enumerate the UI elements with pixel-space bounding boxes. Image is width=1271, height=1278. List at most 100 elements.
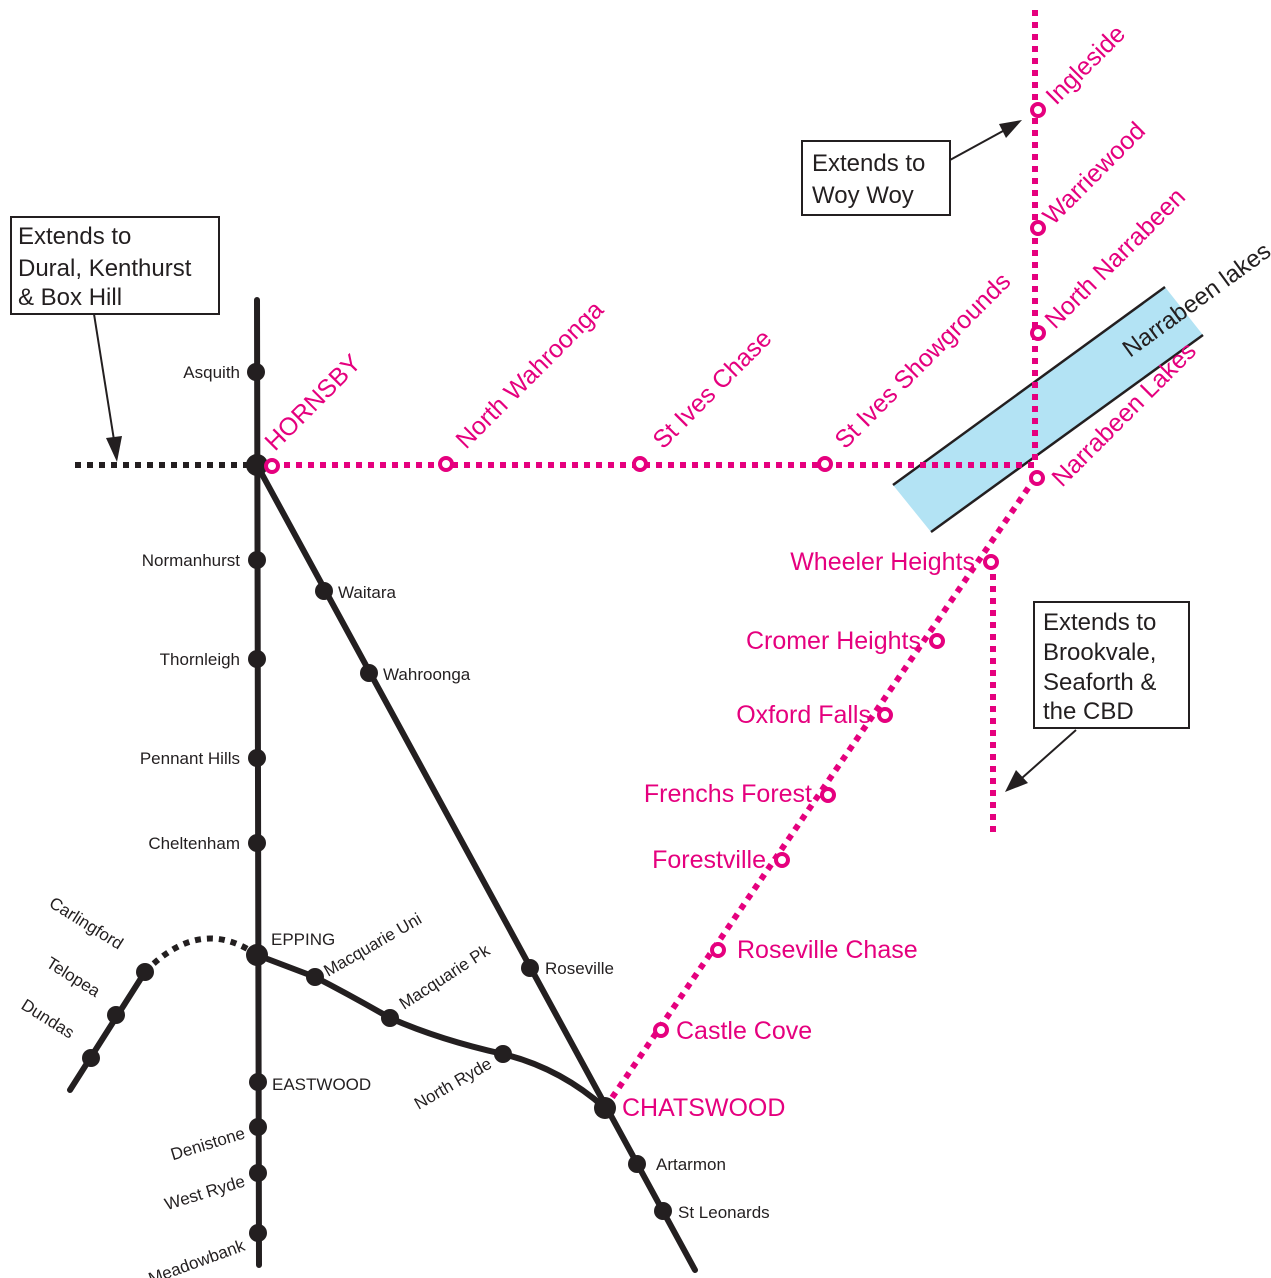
pstation-st-ives-showgrounds[interactable] — [817, 456, 833, 472]
existing-station-labels: Asquith Normanhurst Thornleigh Pennant H… — [18, 363, 770, 1278]
station-cheltenham[interactable] — [248, 834, 266, 852]
proposed-lines — [272, 10, 1038, 1110]
callout-woy-woy-box — [801, 140, 951, 216]
station-north-ryde[interactable] — [494, 1045, 512, 1063]
station-normanhurst[interactable] — [248, 551, 266, 569]
existing-stations — [82, 363, 672, 1242]
label-wheeler-heights: Wheeler Heights — [790, 548, 975, 576]
pstation-wheeler-heights[interactable] — [983, 554, 999, 570]
station-roseville[interactable] — [521, 959, 539, 977]
label-waitara: Waitara — [338, 583, 396, 602]
pstation-st-ives-chase[interactable] — [632, 456, 648, 472]
pstation-north-narrabeen[interactable] — [1030, 325, 1046, 341]
label-cromer-heights: Cromer Heights — [746, 627, 921, 655]
station-macquarie-pk[interactable] — [381, 1009, 399, 1027]
label-cheltenham: Cheltenham — [148, 834, 240, 853]
label-macquarie-uni: Macquarie Uni — [321, 909, 425, 980]
station-artarmon[interactable] — [628, 1155, 646, 1173]
pstation-north-wahroonga[interactable] — [438, 456, 454, 472]
station-meadowbank[interactable] — [249, 1224, 267, 1242]
station-pennant-hills[interactable] — [248, 749, 266, 767]
label-macquarie-pk: Macquarie Pk — [396, 941, 494, 1014]
label-pennant-hills: Pennant Hills — [140, 749, 240, 768]
callout-dural-arrowhead — [106, 436, 122, 462]
label-carlingford: Carlingford — [46, 893, 127, 953]
label-ingleside: Ingleside — [1040, 20, 1131, 111]
label-asquith: Asquith — [183, 363, 240, 382]
callout-brookvale-arrowhead — [1005, 770, 1028, 792]
callout-dural-arrow — [93, 313, 115, 441]
label-chatswood: CHATSWOOD — [622, 1094, 785, 1122]
callout-dural-line3: & Box Hill — [18, 284, 122, 311]
epping-chatswood-line — [254, 952, 608, 1111]
label-castle-cove: Castle Cove — [676, 1017, 812, 1045]
callout-brookvale-box — [1033, 601, 1190, 729]
label-oxford-falls: Oxford Falls — [736, 701, 871, 729]
pstation-narrabeen-lakes[interactable] — [1029, 470, 1045, 486]
carlingford-line — [67, 969, 148, 1093]
station-denistone[interactable] — [249, 1118, 267, 1136]
label-forestville: Forestville — [652, 846, 766, 874]
callout-brookvale: Extends to Brookvale, Seaforth & the CBD — [1005, 601, 1190, 792]
label-wahroonga: Wahroonga — [383, 665, 471, 684]
callout-woy-woy-line2: Woy Woy — [812, 182, 914, 209]
lake-label: Narrabeen lakes — [1118, 237, 1271, 362]
station-waitara[interactable] — [315, 582, 333, 600]
pstation-cromer-heights[interactable] — [929, 633, 945, 649]
station-chatswood[interactable] — [594, 1097, 616, 1119]
carlingford-link-proposed — [142, 935, 259, 975]
label-warriewood: Warriewood — [1037, 117, 1150, 230]
proposed-stations — [264, 102, 1046, 1038]
pstation-frenchs-forest[interactable] — [820, 787, 836, 803]
pstation-hornsby[interactable] — [264, 458, 280, 474]
station-carlingford[interactable] — [136, 963, 154, 981]
label-artarmon: Artarmon — [656, 1155, 726, 1174]
label-st-leonards: St Leonards — [678, 1203, 770, 1222]
callout-brookvale-line2: Brookvale, — [1043, 639, 1156, 666]
station-telopea[interactable] — [107, 1006, 125, 1024]
label-thornleigh: Thornleigh — [160, 650, 240, 669]
pstation-roseville-chase[interactable] — [710, 942, 726, 958]
label-dundas: Dundas — [18, 995, 78, 1042]
callout-woy-woy-line1: Extends to — [812, 150, 925, 177]
station-asquith[interactable] — [247, 363, 265, 381]
station-hornsby[interactable] — [246, 454, 268, 476]
callout-dural-box — [10, 216, 220, 315]
station-macquarie-uni[interactable] — [306, 968, 324, 986]
label-north-wahroonga: North Wahroonga — [450, 296, 609, 455]
station-thornleigh[interactable] — [248, 650, 266, 668]
existing-lines — [67, 297, 698, 1273]
pstation-oxford-falls[interactable] — [877, 707, 893, 723]
label-hornsby: HORNSBY — [259, 349, 366, 456]
label-epping: EPPING — [271, 930, 335, 949]
label-meadowbank: Meadowbank — [146, 1236, 248, 1278]
station-epping[interactable] — [246, 944, 268, 966]
callout-woy-woy: Extends to Woy Woy — [801, 120, 1022, 216]
station-west-ryde[interactable] — [249, 1164, 267, 1182]
proposed-station-labels: HORNSBY North Wahroonga St Ives Chase St… — [259, 20, 1201, 1122]
callout-brookvale-line4: the CBD — [1043, 698, 1134, 725]
label-west-ryde: West Ryde — [162, 1172, 247, 1214]
pstation-forestville[interactable] — [774, 852, 790, 868]
label-normanhurst: Normanhurst — [142, 551, 241, 570]
pstation-castle-cove[interactable] — [653, 1022, 669, 1038]
pstation-warriewood[interactable] — [1030, 220, 1046, 236]
callout-brookvale-arrow — [1021, 729, 1077, 779]
label-frenchs-forest: Frenchs Forest — [644, 780, 812, 808]
label-roseville: Roseville — [545, 959, 614, 978]
label-north-ryde: North Ryde — [411, 1054, 495, 1113]
callout-dural-line2: Dural, Kenthurst — [18, 255, 192, 282]
station-dundas[interactable] — [82, 1049, 100, 1067]
label-denistone: Denistone — [168, 1124, 247, 1165]
callout-dural: Extends to Dural, Kenthurst & Box Hill — [10, 216, 220, 462]
station-st-leonards[interactable] — [654, 1202, 672, 1220]
lake-edge-south — [930, 333, 1204, 534]
callout-brookvale-line1: Extends to — [1043, 609, 1156, 636]
station-eastwood[interactable] — [249, 1073, 267, 1091]
label-eastwood: EASTWOOD — [272, 1075, 371, 1094]
station-wahroonga[interactable] — [360, 664, 378, 682]
label-st-ives-chase: St Ives Chase — [647, 324, 777, 454]
callout-brookvale-line3: Seaforth & — [1043, 669, 1156, 696]
pstation-ingleside[interactable] — [1030, 102, 1046, 118]
